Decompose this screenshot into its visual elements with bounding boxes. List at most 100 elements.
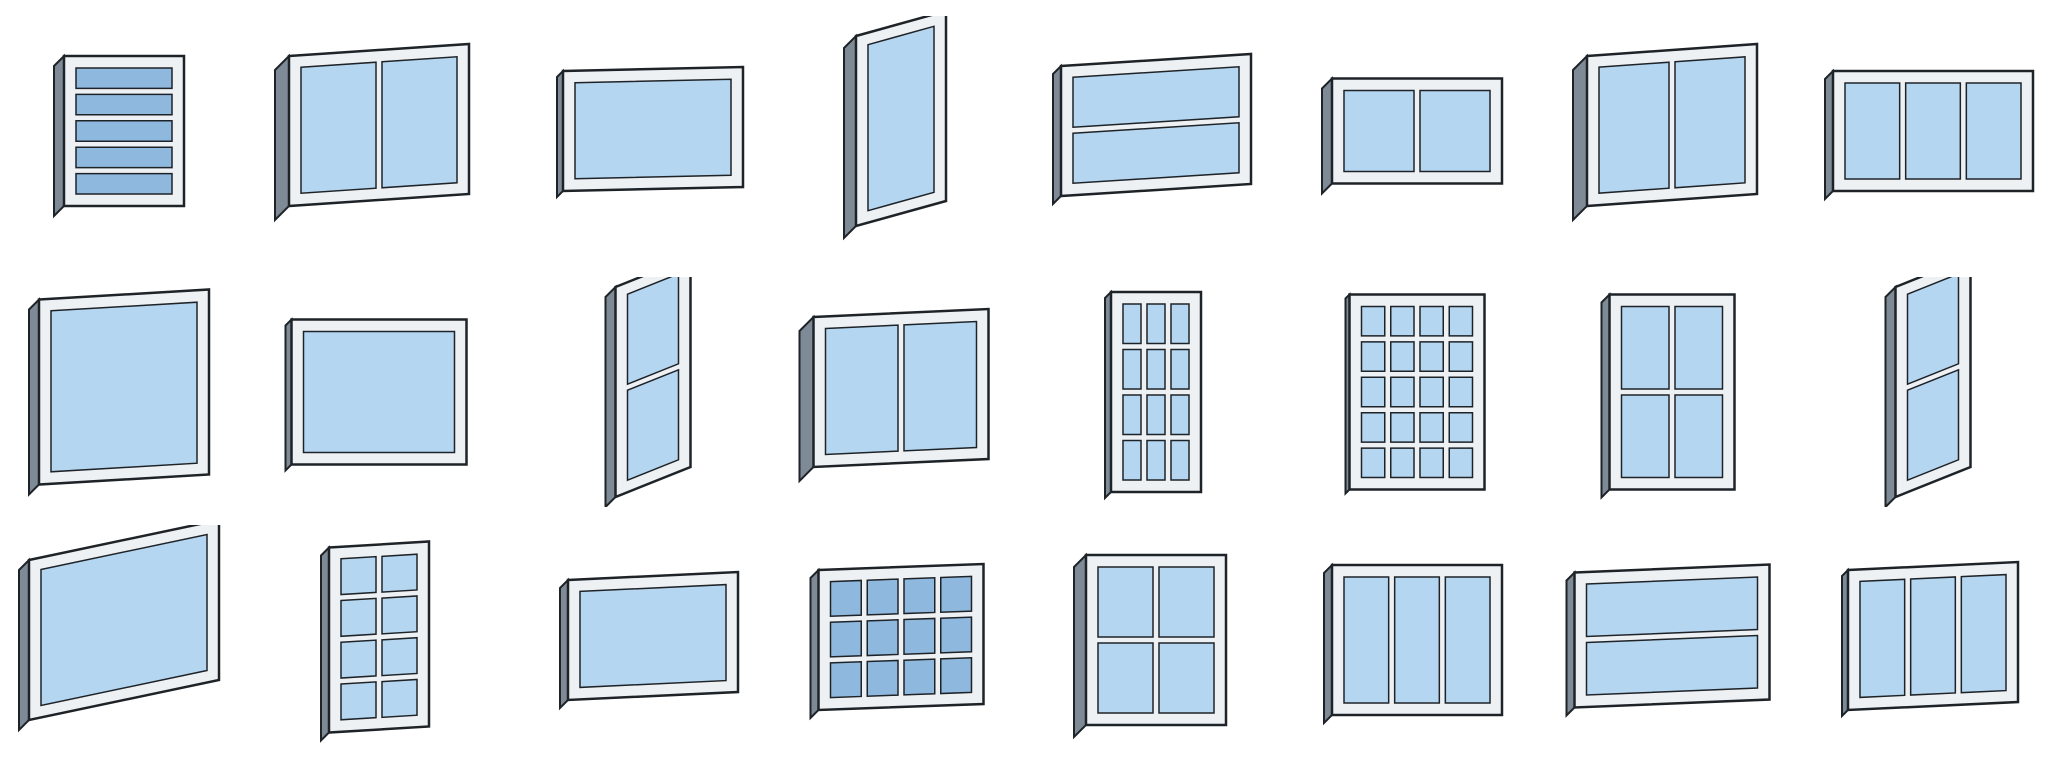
glass-pane — [1360, 341, 1386, 373]
glass-pane — [1906, 368, 1960, 482]
glass-pane — [381, 55, 458, 189]
glass-pane — [1390, 376, 1415, 408]
glass-pane — [867, 25, 935, 212]
glass-pane — [903, 320, 978, 452]
glass-pane — [1170, 348, 1190, 390]
fixed-window-icon — [538, 525, 768, 755]
glass-pane — [1419, 447, 1444, 479]
glass-pane — [1170, 439, 1190, 481]
glass-pane — [1393, 576, 1441, 704]
glass-pane — [1122, 439, 1142, 481]
glass-pane — [1904, 82, 1962, 180]
frame-side — [798, 314, 815, 484]
glass-pane — [903, 658, 936, 696]
glass-pane — [866, 659, 899, 698]
glass-pane — [302, 330, 456, 454]
glass-pane — [579, 583, 727, 689]
glass-pane — [1598, 61, 1670, 194]
jalousie-window-icon — [9, 16, 239, 246]
glass-pane — [829, 620, 862, 658]
glass-pane — [1448, 341, 1474, 373]
glass-pane — [1448, 376, 1474, 408]
glass-pane — [75, 146, 173, 169]
tilt-and-turn-window-icon — [1818, 16, 2048, 246]
glass-pane — [381, 678, 418, 719]
french-window-icon — [1302, 277, 1532, 507]
glass-pane — [1448, 305, 1474, 337]
glass-pane — [1390, 447, 1415, 479]
frame-side — [604, 284, 617, 510]
glass-pane — [340, 555, 377, 596]
glass-pane — [626, 272, 680, 386]
glass-pane — [1390, 305, 1415, 337]
glass-pane — [824, 324, 899, 456]
glass-pane — [1674, 394, 1724, 479]
single-hung-window-icon — [538, 255, 768, 510]
frame-side — [1073, 552, 1087, 740]
sliding-window-icon — [1557, 16, 1787, 246]
glass-pane — [1960, 573, 2007, 694]
glass-pane — [75, 120, 173, 142]
glass-pane — [1360, 305, 1386, 337]
glass-pane — [1419, 376, 1444, 408]
glass-pane — [1360, 376, 1386, 408]
grid-window-icon — [264, 525, 494, 755]
glass-pane — [1419, 341, 1444, 373]
transom-window-icon — [1818, 255, 2048, 510]
glass-pane — [1909, 576, 1957, 696]
skylight-window-icon — [9, 518, 239, 755]
glass-pane — [1146, 303, 1166, 345]
glass-pane — [340, 639, 377, 679]
glass-pane — [300, 61, 377, 195]
glass-pane — [1072, 121, 1240, 185]
glass-pane — [75, 67, 173, 90]
glass-pane — [1122, 348, 1142, 390]
glass-pane — [1158, 642, 1215, 714]
glass-pane — [381, 595, 418, 635]
frame-side — [1884, 284, 1897, 510]
bow-balcony-window-icon — [1041, 525, 1271, 755]
glass-pane — [1419, 89, 1491, 173]
bay-window-icon — [1302, 525, 1532, 755]
glass-pane — [829, 579, 862, 618]
glass-pane — [75, 93, 173, 116]
glass-pane — [1390, 341, 1415, 373]
glass-pane — [1360, 447, 1386, 479]
glass-pane — [1122, 303, 1142, 345]
glass-pane — [1170, 394, 1190, 436]
glass-pane — [1859, 578, 1906, 699]
fixed-window-icon — [786, 9, 1016, 246]
glass-pane — [940, 575, 973, 613]
glass-pane — [903, 617, 936, 656]
glass-pane — [829, 661, 862, 699]
sliding-window-icon — [786, 277, 1016, 507]
glass-pane — [1906, 272, 1960, 386]
glass-pane — [1072, 65, 1240, 129]
garden-window-icon — [9, 277, 239, 507]
frame-side — [274, 53, 290, 223]
glass-pane — [75, 172, 173, 195]
glass-pane — [1844, 82, 1901, 180]
glass-pane — [866, 618, 899, 657]
glass-pane — [866, 578, 899, 616]
sliding-window-icon — [264, 16, 494, 246]
frame-side — [1572, 53, 1588, 223]
frame-side — [843, 33, 857, 241]
glass-pane — [1146, 439, 1166, 481]
glass-pane — [1965, 82, 2022, 180]
glass-pane — [1360, 411, 1386, 443]
picture-window-icon — [538, 16, 768, 246]
glass-pane — [940, 616, 973, 654]
glass-pane — [1444, 576, 1491, 704]
glass-pane — [1674, 56, 1746, 189]
pivot-window-icon — [1557, 277, 1787, 507]
glass-pane — [40, 533, 208, 707]
glass-pane — [340, 597, 377, 638]
glass-pane — [1620, 394, 1670, 479]
glass-pane — [1122, 394, 1142, 436]
glass-pane — [1620, 305, 1670, 390]
glass-pane — [626, 368, 680, 482]
glass-block-window-icon — [786, 525, 1016, 755]
glass-pane — [1170, 303, 1190, 345]
glass-pane — [1674, 305, 1724, 390]
